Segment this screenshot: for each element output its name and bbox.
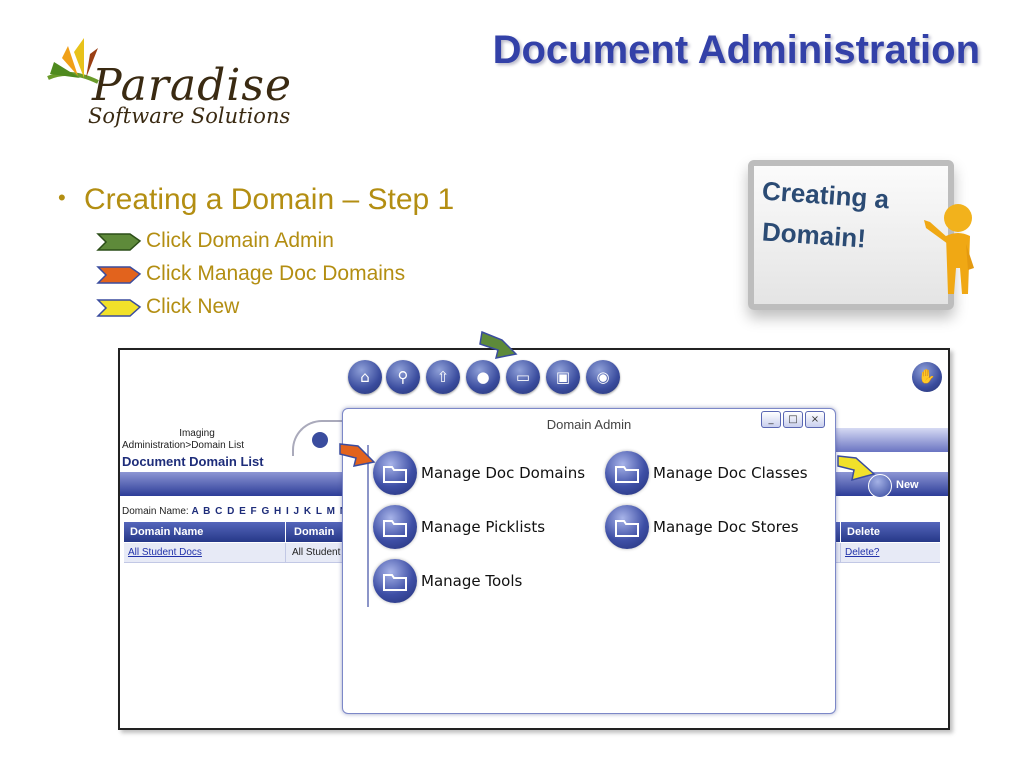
home-icon[interactable]: ⌂ bbox=[348, 360, 382, 394]
step-2-text: Click Manage Doc Domains bbox=[146, 262, 406, 285]
folder-icon[interactable]: ▭ bbox=[506, 360, 540, 394]
dialog-divider bbox=[367, 445, 369, 607]
new-button[interactable]: New bbox=[868, 474, 919, 498]
domain-admin-dialog: Domain Admin _ □ × Manage Doc Domains Ma… bbox=[342, 408, 836, 714]
monitor-icon[interactable]: ▣ bbox=[546, 360, 580, 394]
step-3-text: Click New bbox=[146, 295, 240, 318]
manage-picklists-label: Manage Picklists bbox=[421, 518, 546, 536]
domain-cell: All Student bbox=[292, 547, 341, 558]
new-document-icon bbox=[868, 474, 892, 498]
main-bullet: •Creating a Domain – Step 1 bbox=[58, 183, 455, 216]
orange-pointer-arrow-icon bbox=[339, 443, 376, 467]
letter-filter-links[interactable]: A B C D E F G H I J K L M N bbox=[191, 506, 348, 517]
creating-domain-board: Creating a Domain! bbox=[722, 158, 992, 338]
manage-doc-stores-label: Manage Doc Stores bbox=[653, 518, 799, 536]
new-button-label: New bbox=[896, 479, 919, 491]
breadcrumb-line-1: Imaging bbox=[179, 428, 215, 439]
yellow-chevron-icon bbox=[96, 299, 142, 317]
folder-icon bbox=[373, 559, 417, 603]
manage-doc-classes-label: Manage Doc Classes bbox=[653, 464, 808, 482]
domain-filter: Domain Name: A B C D E F G H I J K L M N bbox=[122, 506, 348, 517]
domain-admin-user-icon[interactable]: ● bbox=[466, 360, 500, 394]
column-domain[interactable]: Domain bbox=[294, 526, 335, 538]
green-pointer-arrow-icon bbox=[479, 330, 518, 359]
page-title: Document Domain List bbox=[122, 454, 264, 469]
breadcrumb-line-2: Administration>Domain List bbox=[122, 440, 244, 451]
delete-link[interactable]: Delete? bbox=[840, 543, 879, 563]
slide-title: Document Administration bbox=[492, 28, 980, 72]
folder-icon bbox=[605, 505, 649, 549]
folder-icon bbox=[605, 451, 649, 495]
yellow-pointer-arrow-icon bbox=[837, 455, 876, 482]
users-icon[interactable]: ◉ bbox=[586, 360, 620, 394]
folder-icon bbox=[373, 451, 417, 495]
dialog-title: Domain Admin bbox=[546, 417, 632, 432]
upload-icon[interactable]: ⇧ bbox=[426, 360, 460, 394]
column-delete: Delete bbox=[840, 522, 940, 542]
step-1-text: Click Domain Admin bbox=[146, 229, 334, 252]
bird-of-paradise-icon bbox=[47, 38, 99, 84]
logo-name: Paradise bbox=[92, 60, 292, 111]
domain-name-link[interactable]: All Student Docs bbox=[124, 543, 286, 563]
search-icon[interactable]: ⚲ bbox=[386, 360, 420, 394]
minimize-button[interactable]: _ bbox=[761, 411, 781, 428]
hand-logout-icon[interactable]: ✋ bbox=[912, 362, 942, 392]
breadcrumb: Imaging Administration>Domain List bbox=[122, 428, 292, 452]
main-toolbar: ⌂ ⚲ ⇧ ● ▭ ▣ ◉ bbox=[348, 360, 648, 396]
column-domain-name[interactable]: Domain Name bbox=[124, 522, 286, 542]
orange-chevron-icon bbox=[96, 266, 142, 284]
paradise-logo: Paradise Software Solutions bbox=[40, 38, 320, 138]
window-controls: _ □ × bbox=[761, 411, 829, 429]
header-bar-right bbox=[830, 428, 948, 452]
manage-tools-label: Manage Tools bbox=[421, 572, 523, 590]
maximize-button[interactable]: □ bbox=[783, 411, 803, 428]
close-button[interactable]: × bbox=[805, 411, 825, 428]
green-chevron-icon bbox=[96, 233, 142, 251]
logo-tagline: Software Solutions bbox=[88, 104, 291, 128]
tab-nav-icon[interactable] bbox=[312, 432, 328, 448]
pointing-figure-icon bbox=[924, 204, 974, 294]
folder-icon bbox=[373, 505, 417, 549]
main-bullet-text: Creating a Domain – Step 1 bbox=[84, 183, 455, 216]
filter-label: Domain Name: bbox=[122, 506, 189, 517]
manage-doc-domains-label: Manage Doc Domains bbox=[421, 464, 586, 482]
